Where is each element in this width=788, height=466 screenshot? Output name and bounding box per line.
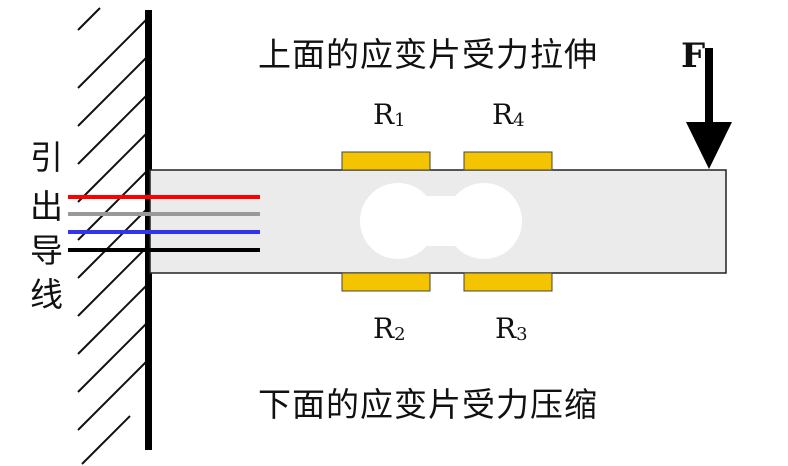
lead-label-char-2: 出	[30, 187, 63, 226]
resistor-label-r1: R1	[373, 98, 406, 131]
strain-gauge-r1	[341, 151, 431, 171]
resistor-label-r3: R3	[495, 312, 528, 345]
force-label: F	[681, 36, 706, 76]
strain-gauge-r2	[341, 272, 431, 292]
resistor-label-r4: R4	[492, 98, 525, 131]
wall-hatching	[77, 7, 149, 465]
top-caption: 上面的应变片受力拉伸	[258, 35, 598, 74]
strain-gauge-r4	[463, 151, 553, 171]
force-arrow	[686, 48, 732, 169]
bottom-caption: 下面的应变片受力压缩	[258, 385, 598, 424]
lead-label-char-4: 线	[30, 275, 63, 314]
lead-label-char-1: 引	[30, 138, 63, 177]
lead-label-char-3: 导	[30, 231, 63, 270]
strain-gauge-r3	[463, 272, 553, 292]
beam-hole	[360, 183, 522, 259]
resistor-label-r2: R2	[373, 312, 406, 345]
